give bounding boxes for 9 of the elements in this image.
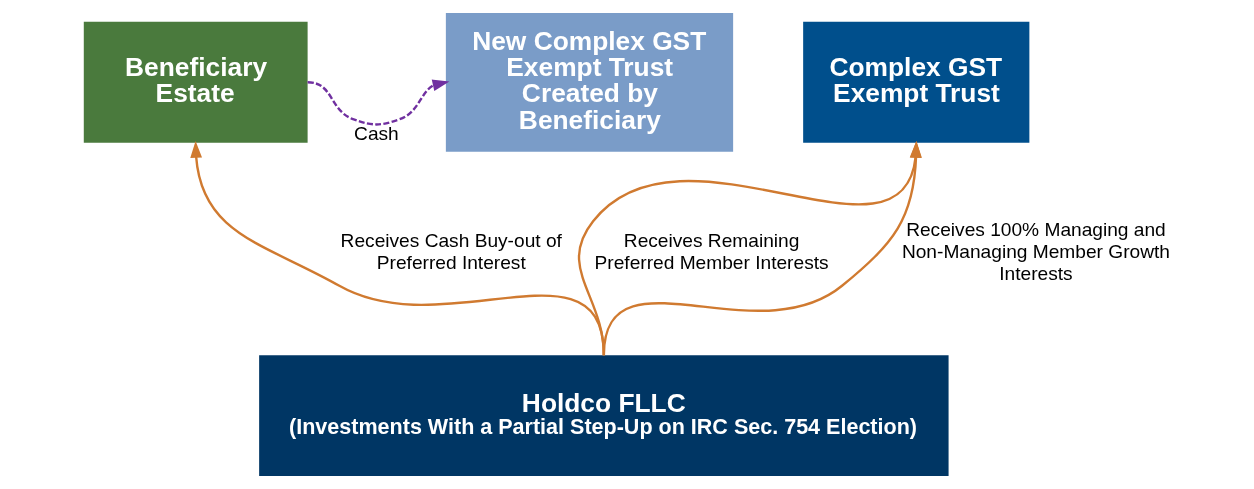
node-box: New Complex GST Exempt Trust Created by Beneficiary [445,12,733,152]
node-box: Beneficiary Estate [83,21,308,143]
node-box: Complex GST Exempt Trust [802,21,1029,143]
edge-label: Receives Cash Buy-out of Preferred Interest [340,230,562,273]
node-box: Holdco FLLC (Investments With a Partial Step-Up on IRC Sec. 754 Election) [258,355,949,477]
arrow [307,79,449,126]
edge-label: Receives Remaining Preferred Member Interests [594,230,829,273]
edge-label: Receives 100% Managing and Non-Managing Member Growth Interests [901,219,1170,284]
edge-label: Cash [353,122,399,144]
